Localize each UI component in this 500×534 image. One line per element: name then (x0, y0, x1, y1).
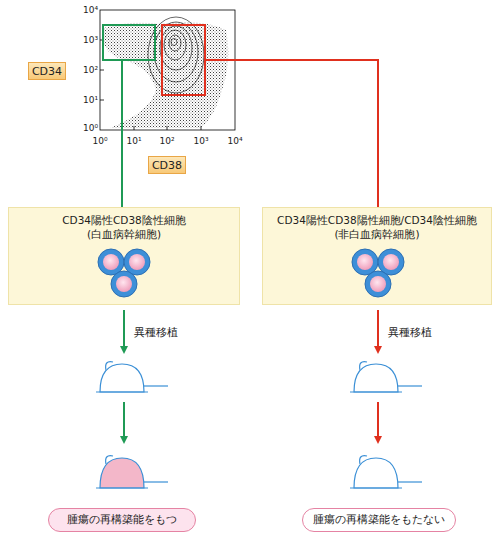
result-box: 腫瘍の再構築能をもつ (48, 508, 196, 532)
mouse-icon (350, 456, 422, 488)
progress-arrow (377, 402, 379, 442)
node-title: 腫瘍の再構築能をもつ (67, 513, 177, 527)
node-title: CD34陽性CD38陰性細胞 (9, 213, 239, 227)
axis-tick-label: 10⁰ (92, 136, 107, 147)
plot-frame (100, 10, 235, 130)
gate-leader-line (121, 60, 123, 207)
axis-tick-label: 10² (83, 65, 98, 76)
axis-tag: CD34 (28, 62, 66, 80)
progress-arrow (123, 402, 125, 442)
gate-cd38-negative (103, 25, 155, 60)
transplant-arrow (377, 310, 379, 352)
population-panel: CD34陽性CD38陽性細胞/CD34陰性細胞(非白血病幹細胞) (262, 207, 492, 305)
node-subtitle: (白血病幹細胞) (9, 227, 239, 241)
node-title: CD34陽性CD38陽性細胞/CD34陰性細胞 (263, 213, 491, 227)
density-contours (148, 17, 204, 93)
cytometry-plot (100, 10, 235, 130)
axis-tick-label: 10⁴ (227, 136, 242, 147)
axis-tick-label: 10⁴ (83, 5, 98, 16)
mouse-icon (96, 362, 168, 392)
gate-cd38-positive (162, 25, 205, 95)
axis-tick-label: 10³ (193, 136, 208, 147)
gate-leader-line (205, 60, 378, 207)
node-title: CD34 (32, 65, 62, 78)
transplant-arrow (123, 310, 125, 352)
population-panel: CD34陽性CD38陰性細胞(白血病幹細胞) (8, 207, 240, 305)
axis-tick-label: 10¹ (126, 136, 141, 147)
axis-tick-label: 10⁰ (83, 123, 98, 134)
step-label: 異種移植 (134, 327, 178, 338)
result-box: 腫瘍の再構築能をもたない (302, 508, 456, 532)
step-label: 異種移植 (388, 327, 432, 338)
node-title: 腫瘍の再構築能をもたない (313, 513, 445, 527)
node-title: CD38 (152, 159, 182, 172)
axis-tick-label: 10² (159, 136, 174, 147)
mouse-with-tumor-icon (96, 456, 168, 488)
axis-tick-label: 10³ (83, 35, 98, 46)
axis-tick-label: 10¹ (83, 95, 98, 106)
node-subtitle: (非白血病幹細胞) (263, 227, 491, 241)
axis-tag: CD38 (148, 156, 186, 174)
mouse-icon (350, 362, 422, 392)
